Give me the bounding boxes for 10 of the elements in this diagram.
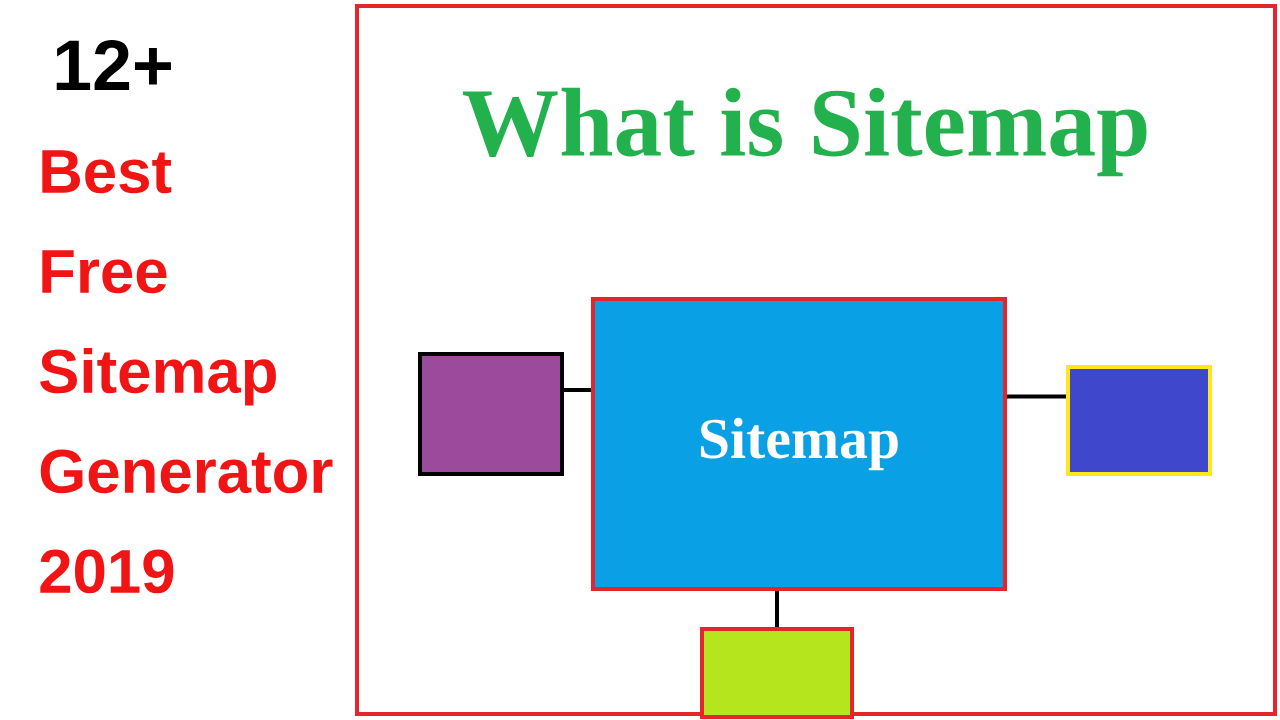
heading-number: 12+ <box>56 39 171 91</box>
heading-text: Best Free Sitemap Generator 2019 <box>40 150 333 594</box>
title: What is Sitemap <box>462 87 1147 177</box>
page-box <box>1066 365 1212 476</box>
sitemap-box: Sitemap <box>591 297 1007 591</box>
page-box <box>418 352 564 476</box>
connector-line <box>1007 394 1066 399</box>
page-box <box>700 627 854 719</box>
connector-line <box>775 591 779 627</box>
connector-line <box>564 388 591 392</box>
